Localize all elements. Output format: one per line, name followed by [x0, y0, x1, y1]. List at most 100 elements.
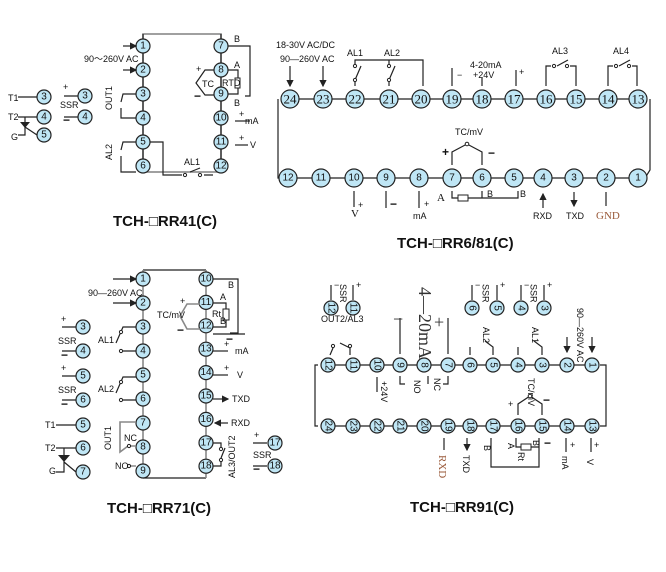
terminal-number: 11 — [348, 303, 359, 314]
terminal-number: 4 — [82, 112, 88, 123]
plus-sign: + — [500, 280, 505, 290]
terminal-6: 6 — [75, 440, 91, 456]
terminal-circle — [278, 168, 298, 188]
terminal-2: 2 — [135, 295, 151, 311]
rxd-label: RXD — [231, 418, 251, 428]
terminal-number: 8 — [218, 65, 224, 76]
terminal-circle — [135, 415, 151, 431]
terminal-number: 8 — [140, 442, 146, 453]
diagram-title: TCH-□RR91(C) — [410, 499, 514, 516]
terminal-7: 7 — [135, 415, 151, 431]
terminal-6: 6 — [135, 391, 151, 407]
terminal-number: 3 — [539, 305, 550, 311]
gnd-label: GND — [596, 210, 620, 222]
terminal-number: 2 — [140, 65, 146, 76]
terminal-number: 16 — [540, 92, 554, 107]
ma-output-label: 4—20mA — [415, 287, 435, 359]
b-label: B — [520, 189, 526, 199]
terminal-number: 5 — [488, 362, 499, 368]
terminal-circle — [504, 168, 524, 188]
terminal-number: 22 — [349, 92, 362, 107]
terminal-4: 4 — [135, 343, 151, 359]
terminal-circle — [598, 89, 618, 109]
terminal-number: 13 — [587, 420, 598, 432]
ssr-label: SSR — [253, 450, 272, 460]
terminal-5: 5 — [485, 357, 501, 373]
terminal-number: 16 — [200, 414, 212, 425]
al2-label: AL2 — [104, 144, 114, 160]
terminal-18: 18 — [462, 418, 478, 434]
terminal-circle — [320, 418, 336, 434]
terminal-circle — [536, 300, 552, 316]
al2-label: AL2 — [384, 48, 400, 58]
terminal-18: 18 — [198, 458, 214, 474]
terminal-13: 13 — [628, 89, 648, 109]
terminal-13: 13 — [584, 418, 600, 434]
terminal-circle — [213, 158, 229, 174]
al4-label: AL4 — [613, 46, 629, 56]
terminal-7: 7 — [75, 464, 91, 480]
terminal-20: 20 — [416, 418, 432, 434]
terminal-10: 10 — [369, 357, 385, 373]
ma-label: mA — [235, 346, 249, 356]
terminal-circle — [75, 440, 91, 456]
terminal-number: 1 — [140, 41, 146, 52]
terminal-7: 7 — [440, 357, 456, 373]
ma-label: mA — [245, 116, 259, 126]
terminal-2: 2 — [135, 62, 151, 78]
a-label: A — [506, 443, 516, 449]
minus-sign: − — [544, 436, 551, 450]
diagram-title: TCH-□RR71(C) — [107, 500, 211, 517]
terminal-5: 5 — [75, 417, 91, 433]
terminal-number: 3 — [571, 173, 577, 184]
terminal-circle — [369, 418, 385, 434]
terminal-11: 11 — [198, 294, 214, 310]
ssr-label: SSR — [529, 284, 539, 303]
terminal-circle — [462, 418, 478, 434]
v-label: V — [237, 370, 243, 380]
al1-label: AL1 — [530, 327, 540, 343]
al1-label: AL1 — [98, 335, 114, 345]
terminal-circle — [628, 168, 648, 188]
terminal-circle — [409, 168, 429, 188]
terminal-number: 1 — [635, 173, 641, 184]
terminal-circle — [379, 89, 399, 109]
terminal-22: 22 — [345, 89, 365, 109]
terminal-circle — [416, 357, 432, 373]
terminal-number: 5 — [140, 370, 146, 381]
terminal-circle — [345, 89, 365, 109]
terminal-12: 12 — [213, 158, 229, 174]
terminal-circle — [198, 341, 214, 357]
t2-label: T2 — [8, 112, 19, 122]
ssr-label: SSR — [60, 100, 79, 110]
terminal-17: 17 — [198, 435, 214, 451]
terminal-number: 3 — [80, 322, 86, 333]
b-label: B — [487, 189, 493, 199]
terminal-circle — [376, 168, 396, 188]
terminal-number: 17 — [488, 420, 499, 432]
terminal-number: 8 — [416, 173, 422, 184]
terminal-1: 1 — [628, 168, 648, 188]
terminal-number: 6 — [479, 173, 485, 184]
ssr-label: SSR — [58, 385, 77, 395]
terminal-number: 2 — [603, 173, 609, 184]
terminal-circle — [345, 300, 361, 316]
terminal-3: 3 — [77, 88, 93, 104]
terminal-circle — [198, 388, 214, 404]
terminal-number: 17 — [200, 437, 212, 448]
terminal-circle — [513, 300, 529, 316]
terminal-3: 3 — [75, 319, 91, 335]
terminal-number: 16 — [513, 420, 524, 432]
al3-out2-label: AL3/OUT2 — [227, 435, 237, 478]
terminal-7: 7 — [213, 38, 229, 54]
plus-sign: + — [239, 109, 244, 119]
terminal-number: 3 — [140, 322, 146, 333]
terminal-number: 18 — [269, 461, 281, 472]
terminal-number: 21 — [395, 420, 406, 432]
terminal-number: 7 — [80, 467, 86, 478]
terminal-circle — [485, 357, 501, 373]
al1-label: AL1 — [347, 48, 363, 58]
al3-label: AL3 — [552, 46, 568, 56]
